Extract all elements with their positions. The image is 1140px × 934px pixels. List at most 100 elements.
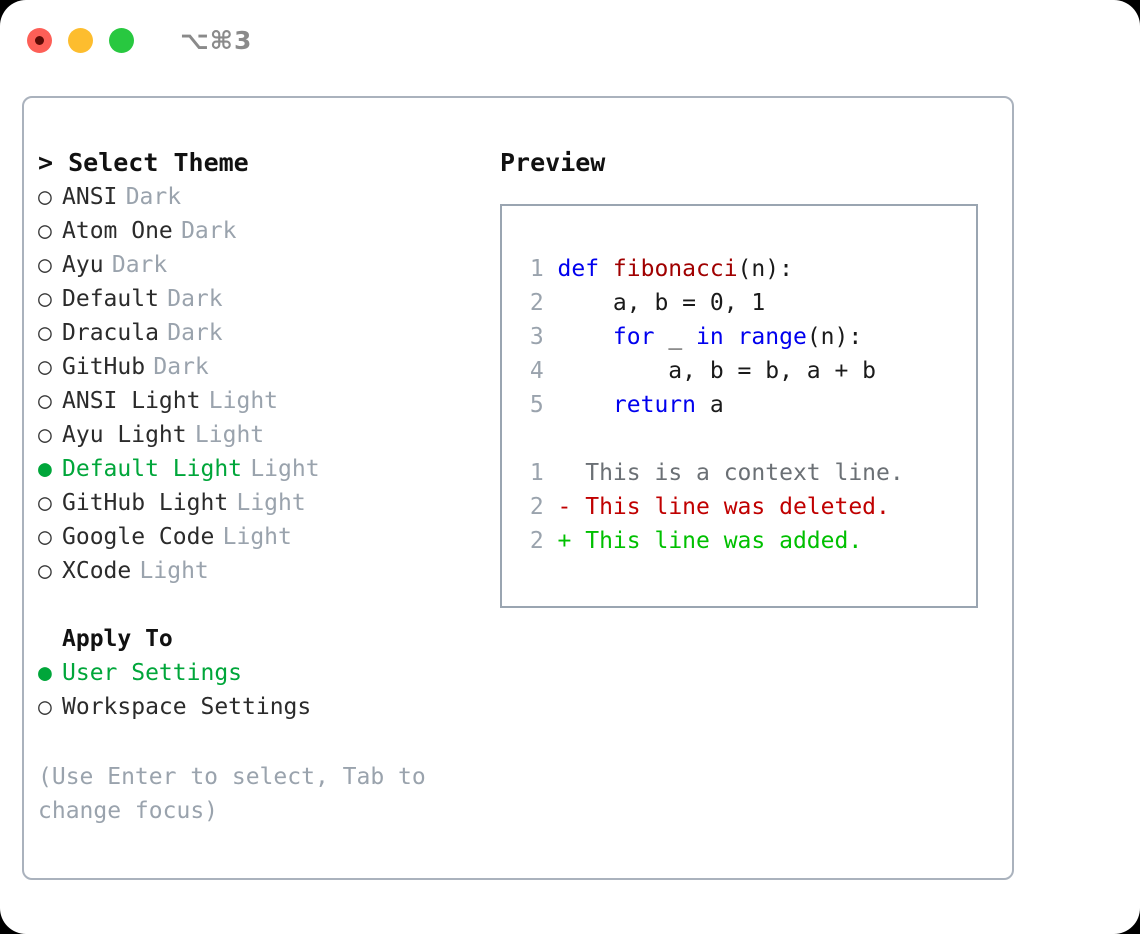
code-token: def (557, 256, 613, 282)
code-token: in (696, 324, 724, 350)
theme-option-label: GitHub (62, 354, 146, 380)
apply-to-option-label: Workspace Settings (62, 694, 312, 720)
code-token (558, 392, 613, 418)
radio-unselected-icon: ○ (38, 184, 52, 210)
diff-text: This is a context line. (558, 456, 904, 490)
theme-option-label: GitHub Light (62, 490, 229, 516)
radio-selected-icon: ● (38, 660, 52, 686)
theme-option-ayu-light[interactable]: ○ Ayu Light Light (38, 418, 488, 452)
theme-option-variant: Dark (111, 252, 168, 278)
apply-to-list[interactable]: ● User Settings ○ Workspace Settings (38, 656, 488, 724)
code-token: (n): (737, 256, 793, 282)
diff-text: - This line was deleted. (558, 490, 890, 524)
minimize-button[interactable] (68, 27, 93, 53)
diff-marker (558, 460, 572, 486)
apply-to-option-workspace-settings[interactable]: ○ Workspace Settings (38, 690, 488, 724)
titlebar-shortcut-label: ⌥⌘3 (180, 25, 253, 55)
theme-option-label: Default Light (62, 456, 243, 482)
code-text: for _ in range(n): (558, 320, 863, 354)
help-hint-text: (Use Enter to select, Tab to change focu… (38, 764, 426, 824)
code-token (724, 324, 738, 350)
code-text: a, b = 0, 1 (557, 286, 766, 320)
radio-unselected-icon: ○ (38, 490, 52, 516)
theme-option-label: ANSI (62, 184, 118, 210)
close-button[interactable] (27, 27, 52, 53)
code-text: def fibonacci(n): (558, 252, 793, 286)
radio-unselected-icon: ○ (38, 286, 52, 312)
line-number: 4 (529, 358, 544, 384)
code-token: for (612, 324, 655, 350)
theme-option-label: Ayu Light (62, 422, 187, 448)
code-diff-spacer (516, 422, 976, 456)
code-token: a (696, 392, 724, 418)
diff-line-add: 2 + This line was added. (516, 524, 976, 558)
line-number: 5 (529, 392, 544, 418)
theme-option-label: Google Code (62, 524, 215, 550)
code-token (558, 324, 613, 350)
code-token: a, b = 0, 1 (557, 290, 766, 316)
select-theme-header: > Select Theme (38, 148, 249, 177)
theme-option-ayu[interactable]: ○ Ayu Dark (38, 248, 488, 282)
theme-option-variant: Dark (167, 320, 223, 346)
code-token: (n): (806, 324, 863, 350)
radio-unselected-icon: ○ (38, 558, 52, 584)
preview-title: Preview (500, 148, 606, 177)
theme-option-github[interactable]: ○ GitHub Dark (38, 350, 488, 384)
theme-option-ansi[interactable]: ○ ANSI Dark (38, 180, 488, 214)
code-line: 5 return a (516, 388, 976, 422)
recording-indicator-icon (35, 35, 44, 45)
theme-option-label: Ayu (62, 252, 104, 278)
code-token: fibonacci (612, 256, 738, 282)
theme-option-github-light[interactable]: ○ GitHub Light Light (38, 486, 488, 520)
theme-option-label: Atom One (62, 218, 173, 244)
radio-selected-icon: ● (38, 456, 52, 482)
radio-unselected-icon: ○ (38, 694, 52, 720)
radio-unselected-icon: ○ (38, 252, 52, 278)
code-token: a, b = b, a + b (557, 358, 877, 384)
theme-option-variant: Dark (153, 354, 209, 380)
code-line: 4 a, b = b, a + b (516, 354, 976, 388)
theme-option-variant: Dark (167, 286, 223, 312)
title-bar: ⌥⌘3 (0, 0, 1140, 80)
theme-option-label: Default (62, 286, 159, 312)
radio-unselected-icon: ○ (38, 320, 52, 346)
code-text: a, b = b, a + b (557, 354, 877, 388)
apply-to-option-label: User Settings (62, 660, 243, 686)
theme-option-default[interactable]: ○ Default Dark (38, 282, 488, 316)
theme-option-label: ANSI Light (62, 388, 201, 414)
theme-option-label: Dracula (62, 320, 159, 346)
line-number: 2 (529, 528, 544, 554)
maximize-button[interactable] (109, 27, 134, 53)
code-line: 2 a, b = 0, 1 (516, 286, 976, 320)
diff-content: This is a context line. (571, 460, 904, 486)
line-number: 2 (529, 494, 544, 520)
theme-option-variant: Dark (125, 184, 182, 210)
theme-option-variant: Light (194, 422, 265, 448)
apply-to-option-user-settings[interactable]: ● User Settings (38, 656, 488, 690)
radio-unselected-icon: ○ (38, 354, 52, 380)
line-number: 2 (529, 290, 544, 316)
list-spacer (38, 588, 488, 622)
diff-text: + This line was added. (558, 524, 863, 558)
diff-content: This line was deleted. (571, 494, 890, 520)
diff-marker: + (557, 528, 572, 554)
radio-unselected-icon: ○ (38, 422, 52, 448)
code-token: range (737, 324, 807, 350)
code-line: 3 for _ in range(n): (516, 320, 976, 354)
theme-option-variant: Light (208, 388, 279, 414)
theme-option-dracula[interactable]: ○ Dracula Dark (38, 316, 488, 350)
code-text: return a (558, 388, 724, 422)
theme-option-variant: Light (222, 524, 292, 550)
theme-option-variant: Light (236, 490, 306, 516)
